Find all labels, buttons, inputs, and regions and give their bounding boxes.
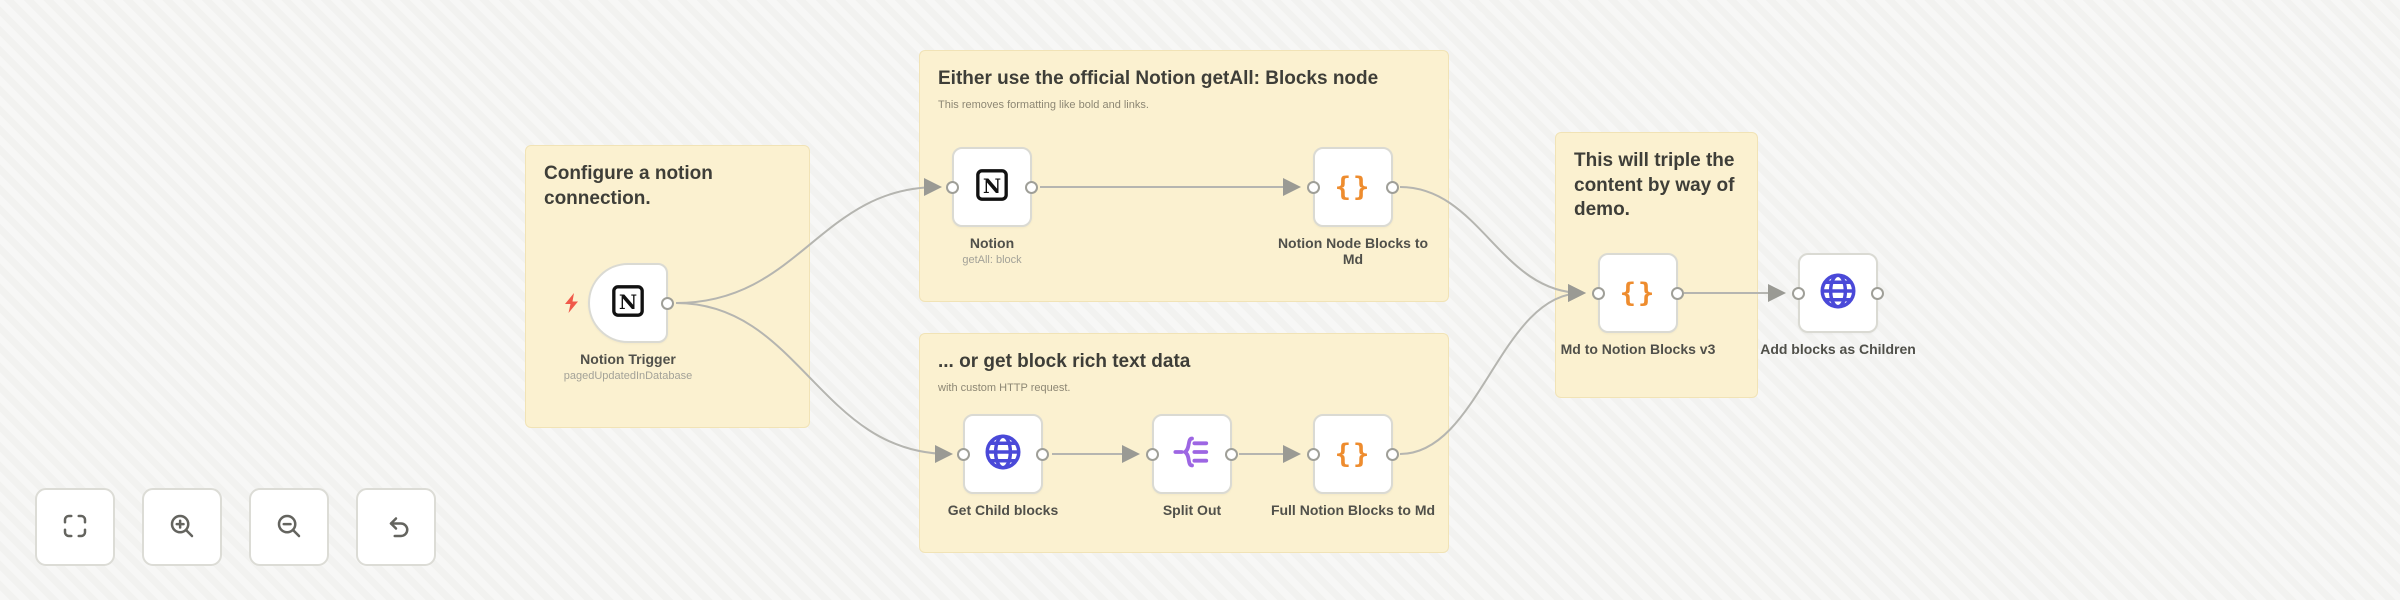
globe-icon [1817, 270, 1859, 317]
node-split-out[interactable]: Split Out [1146, 414, 1238, 518]
sticky-subtitle: with custom HTTP request. [938, 381, 1071, 394]
input-port[interactable] [1792, 286, 1805, 300]
node-label: Notion [969, 235, 1015, 251]
sticky-title: Either use the official Notion getAll: B… [938, 68, 1379, 89]
node-label: Notion Trigger [580, 351, 676, 367]
node-label: Split Out [1162, 502, 1222, 518]
output-port[interactable] [1386, 180, 1399, 194]
output-port[interactable] [1871, 286, 1884, 300]
output-port[interactable] [1025, 180, 1038, 194]
code-icon: {} [1334, 438, 1372, 470]
connection-blocksmd-to-mdnotion [1399, 186, 1586, 302]
node-subtitle: pagedUpdatedInDatabase [563, 370, 693, 383]
sticky-title: Configure a notion connection. [544, 163, 713, 209]
notion-icon: N [608, 281, 648, 326]
node-notion[interactable]: N Notion getAll: block [946, 147, 1038, 266]
output-port[interactable] [1386, 447, 1399, 461]
node-add-blocks-as-children[interactable]: Add blocks as Children [1760, 253, 1916, 357]
sticky-title: ... or get block rich text data [938, 351, 1191, 372]
sticky-title: This will triple the content by way of d… [1574, 150, 1735, 221]
fit-view-button[interactable] [35, 488, 115, 566]
node-label: Get Child blocks [947, 502, 1059, 518]
trigger-bolt-icon [563, 293, 581, 313]
output-port[interactable] [661, 296, 674, 310]
node-md-to-notion-blocks-v3[interactable]: {} Md to Notion Blocks v3 [1561, 253, 1715, 357]
input-port[interactable] [1146, 447, 1159, 461]
input-port[interactable] [1307, 180, 1320, 194]
output-port[interactable] [1225, 447, 1238, 461]
input-port[interactable] [1307, 447, 1320, 461]
notion-icon: N [972, 165, 1012, 210]
node-label: Md to Notion Blocks v3 [1560, 341, 1716, 357]
input-port[interactable] [957, 447, 970, 461]
zoom-in-button[interactable] [142, 488, 222, 566]
output-port[interactable] [1671, 286, 1684, 300]
zoom-out-icon [274, 511, 304, 544]
undo-arrow-icon [381, 511, 411, 544]
zoom-out-button[interactable] [249, 488, 329, 566]
sticky-note-configure-connection[interactable]: Configure a notion connection. [525, 145, 810, 428]
svg-text:N: N [619, 290, 637, 314]
sticky-subtitle: This removes formatting like bold and li… [938, 98, 1149, 111]
node-label: Full Notion Blocks to Md [1270, 502, 1436, 518]
output-port[interactable] [1036, 447, 1049, 461]
code-icon: {} [1619, 277, 1657, 309]
node-full-notion-blocks-to-md[interactable]: {} Full Notion Blocks to Md [1271, 414, 1435, 518]
connection-fullnotion-to-mdnotion [1399, 284, 1586, 455]
fit-view-icon [60, 511, 90, 544]
node-notion-trigger[interactable]: N Notion Trigger pagedUpdatedInDatabase [564, 263, 692, 382]
svg-text:N: N [983, 174, 1001, 198]
input-port[interactable] [1592, 286, 1605, 300]
zoom-in-icon [167, 511, 197, 544]
input-port[interactable] [946, 180, 959, 194]
connection-trigger-to-getchild [675, 302, 953, 463]
globe-icon [982, 431, 1024, 478]
node-subtitle: getAll: block [962, 254, 1022, 267]
code-icon: {} [1334, 171, 1372, 203]
node-notion-node-blocks-to-md[interactable]: {} Notion Node Blocks to Md [1278, 147, 1428, 267]
node-get-child-blocks[interactable]: Get Child blocks [948, 414, 1058, 518]
canvas-toolbar [35, 488, 436, 566]
split-out-icon [1173, 433, 1211, 476]
reset-zoom-button[interactable] [356, 488, 436, 566]
connection-trigger-to-notion [675, 178, 942, 304]
node-label: Notion Node Blocks to Md [1277, 235, 1429, 268]
node-label: Add blocks as Children [1760, 341, 1916, 357]
